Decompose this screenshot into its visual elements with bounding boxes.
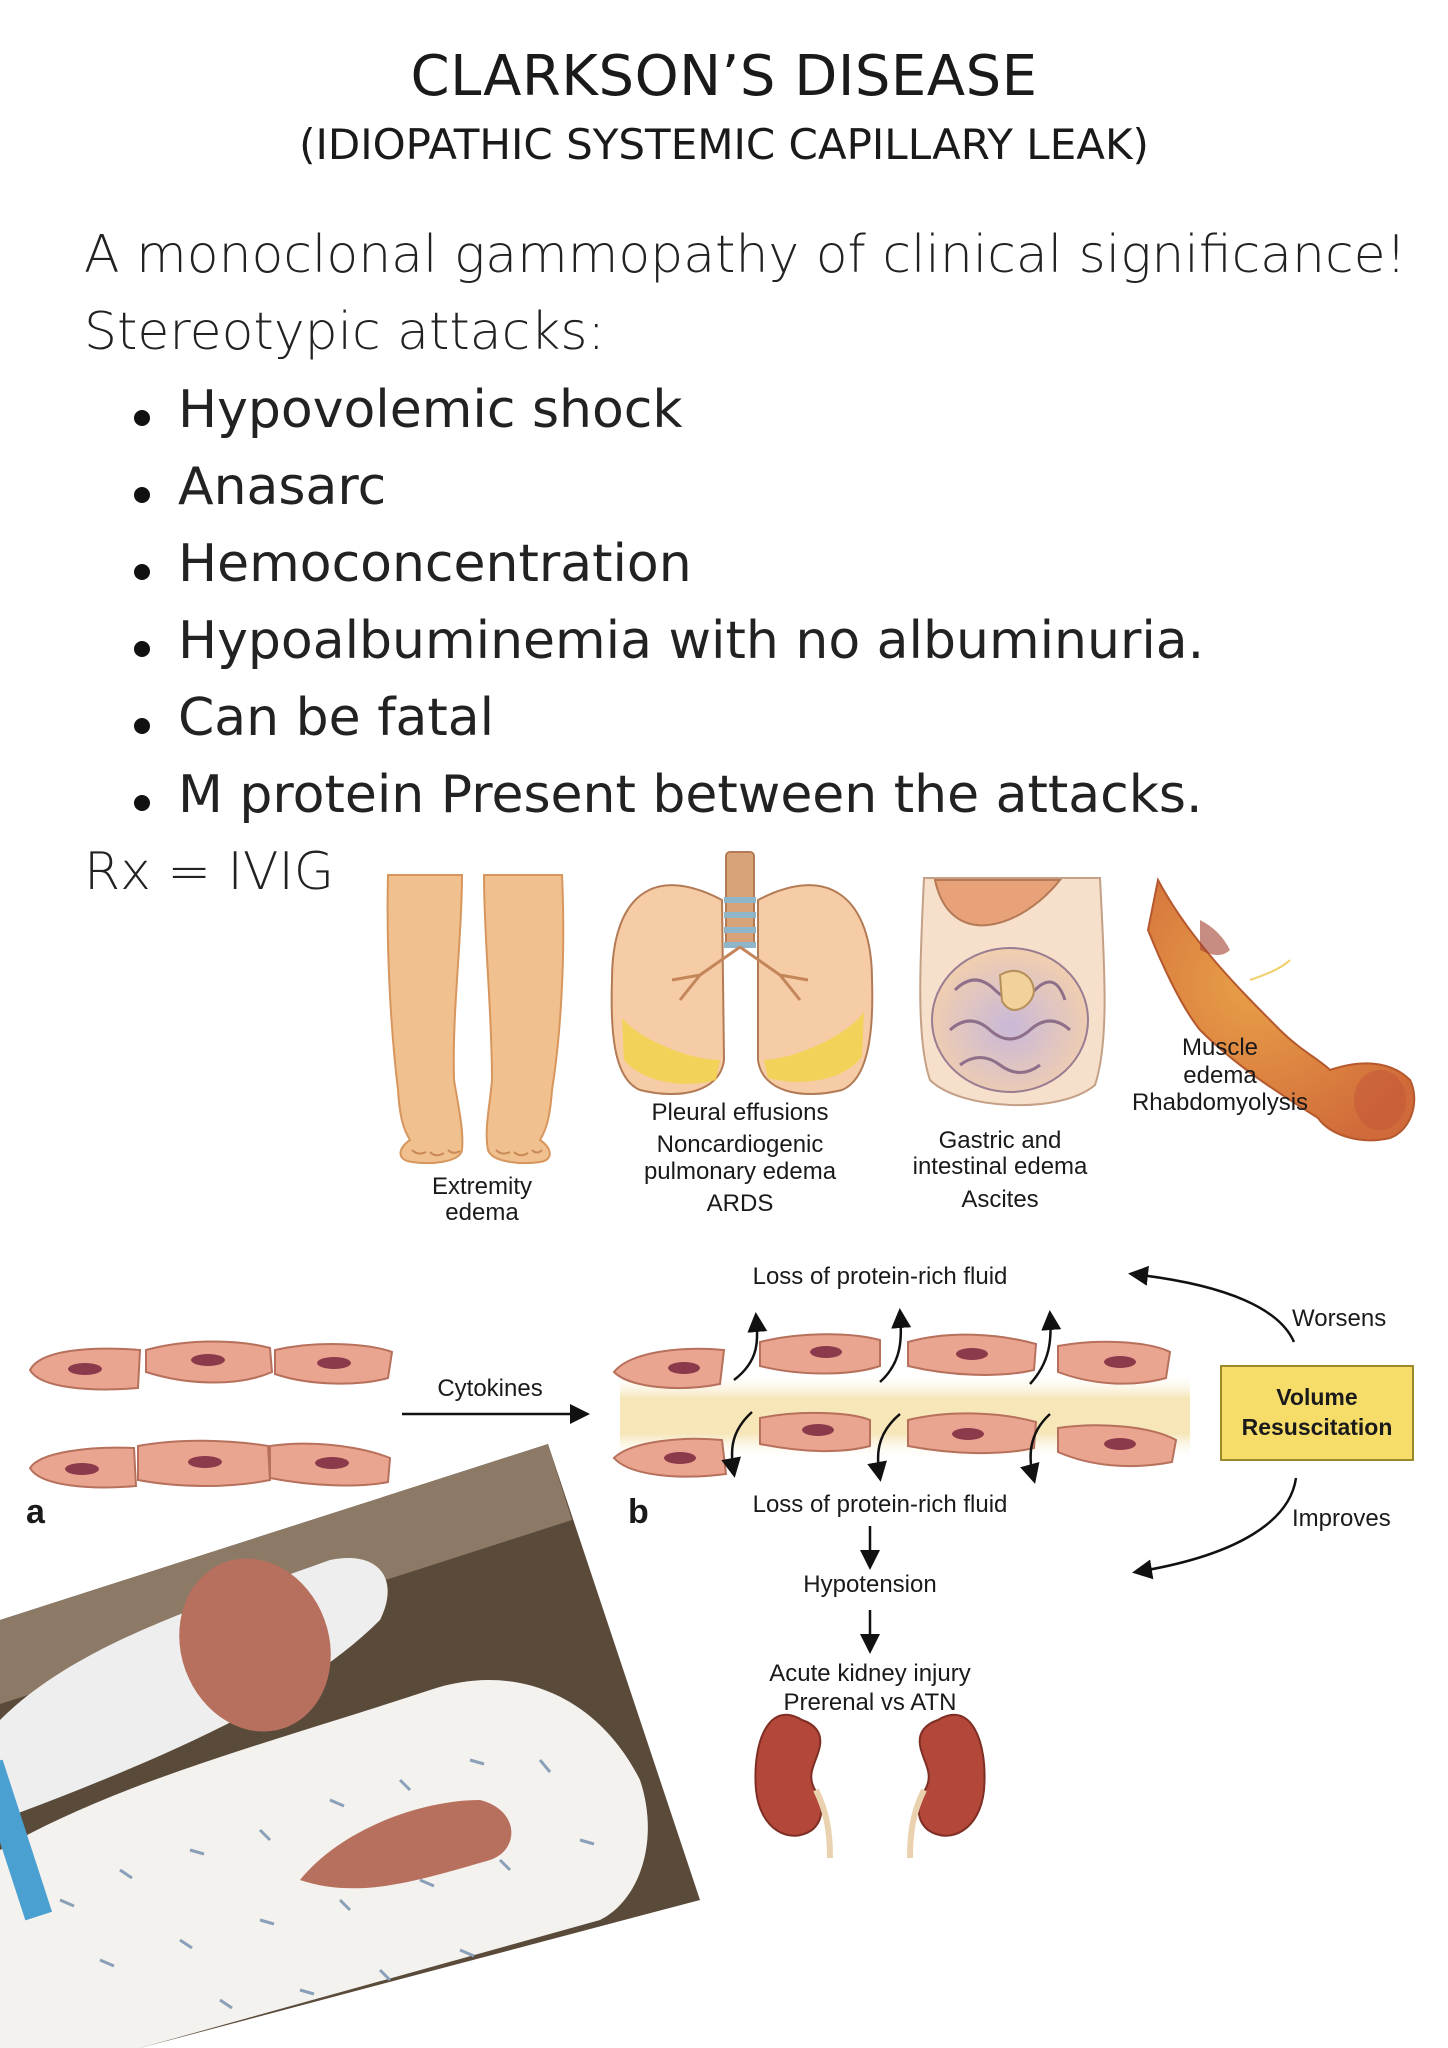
label-line: Extremity (431, 1173, 532, 1200)
label-line: ARDS (706, 1190, 774, 1218)
cytokines-label: Cytokines (437, 1375, 543, 1402)
kidneys-illustration (754, 1713, 986, 1859)
label-line: Acute kidney injury (769, 1660, 971, 1687)
improves-arrow (1132, 1477, 1298, 1580)
page-title: CLARKSON’S DISEASE (410, 44, 1038, 109)
worsens-label: Worsens (1292, 1305, 1387, 1332)
arm-illustration (1146, 877, 1416, 1142)
muscle-label: Muscle edema Rhabdomyolysis (1110, 1034, 1330, 1117)
label-line: pulmonary edema (643, 1157, 837, 1185)
label-line: Noncardiogenic (656, 1131, 824, 1159)
list-item: Hypovolemic shock (134, 380, 683, 440)
label-line: Prerenal vs ATN (783, 1688, 957, 1716)
extremity-label: Extremity edema (392, 1173, 572, 1227)
panel-b-label: b (628, 1493, 649, 1531)
label-line: edema (445, 1199, 519, 1227)
hypotension-label: Hypotension (803, 1571, 937, 1598)
aki-label: Acute kidney injury Prerenal vs ATN (740, 1660, 1000, 1718)
label-line: intestinal edema (912, 1153, 1088, 1181)
list-item: M protein Present between the attacks. (134, 765, 1203, 825)
patient-photo (0, 1444, 700, 2048)
page-subtitle: (IDIOPATHIC SYSTEMIC CAPILLARY LEAK) (299, 120, 1149, 169)
label-line: Ascites (961, 1185, 1039, 1213)
attacks-heading: Stereotypic attacks: (84, 302, 605, 362)
loss-top-label: Loss of protein-rich fluid (752, 1263, 1008, 1290)
intro-line: A monoclonal gammopathy of clinical sign… (84, 225, 1407, 285)
label-line: Rhabdomyolysis (1131, 1089, 1309, 1117)
list-item: Hypoalbuminemia with no albuminuria. (133, 611, 1205, 671)
panel-a-cells (28, 1340, 394, 1489)
label-line: Gastric and (938, 1127, 1062, 1154)
label-line: edema (1183, 1061, 1257, 1089)
improves-label: Improves (1292, 1505, 1391, 1532)
label-line: Pleural effusions (651, 1099, 829, 1126)
leak-arrows-down (721, 1411, 1051, 1484)
volume-resuscitation-box: Volume Resuscitation (1220, 1365, 1414, 1461)
legs-illustration (386, 874, 565, 1165)
leak-arrows-up (733, 1308, 1062, 1385)
worsens-arrow (1128, 1265, 1296, 1343)
label-line: Muscle (1181, 1034, 1259, 1061)
treatment-text: Rx = IVIG (84, 842, 335, 902)
list-item: Can be fatal (133, 688, 495, 748)
loss-bottom-label: Loss of protein-rich fluid (752, 1491, 1008, 1518)
abdomen-illustration (919, 877, 1106, 1107)
list-item: Anasarc (133, 457, 387, 517)
lungs-illustration (610, 851, 874, 1096)
panel-a-label: a (26, 1493, 45, 1531)
gut-label: Gastric and intestinal edema Ascites (880, 1127, 1120, 1213)
list-item: Hemoconcentration (134, 534, 692, 594)
panel-b-vessel (612, 1333, 1190, 1478)
lung-label: Pleural effusions Noncardiogenic pulmona… (610, 1099, 870, 1218)
